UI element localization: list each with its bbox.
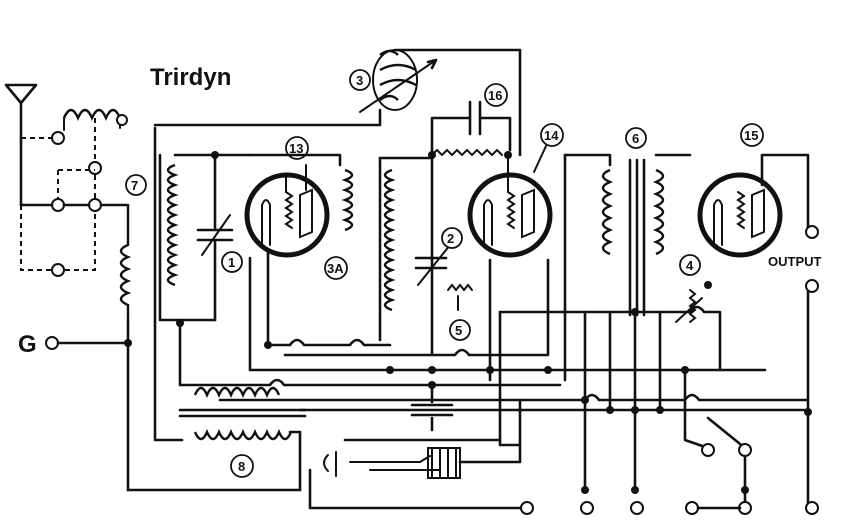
callout-15: 15 [744, 128, 758, 143]
battery-terminal[interactable] [580, 501, 594, 515]
callout-16: 16 [488, 88, 502, 103]
tuned-coil-2 [378, 156, 434, 357]
output-label: OUTPUT [768, 254, 822, 269]
rheostat-4 [675, 289, 703, 323]
callout-7: 6 [632, 131, 639, 146]
output-terminal-1[interactable] [805, 225, 819, 239]
bypass-capacitor [410, 383, 454, 432]
callout-8: 7 [131, 178, 138, 193]
transformer-6 [126, 386, 307, 492]
coil-3a [248, 153, 354, 232]
antenna-terminal [116, 114, 128, 126]
antenna-loop-coil [62, 108, 122, 131]
switch-terminal[interactable] [701, 443, 715, 457]
switch-terminal [51, 263, 65, 277]
antenna-icon [4, 83, 38, 207]
callout-3: 3 [356, 73, 363, 88]
callout-2: 2 [447, 231, 454, 246]
variable-capacitor-1 [196, 153, 234, 322]
callout-3a: 3A [327, 261, 344, 276]
ground-terminal[interactable] [45, 336, 59, 350]
battery-terminal[interactable] [805, 501, 819, 515]
battery-terminal[interactable] [520, 501, 534, 515]
vacuum-tube-13 [244, 164, 330, 258]
ground-label: G [18, 331, 37, 358]
variable-capacitor-2 [414, 244, 451, 286]
switch-terminal [51, 198, 65, 212]
callout-14: 14 [544, 128, 559, 143]
bus-wiring [178, 248, 810, 510]
variometer-3 [153, 48, 522, 442]
battery-terminal[interactable] [630, 501, 644, 515]
callout-5: 5 [455, 323, 462, 338]
vacuum-tube-15 [697, 153, 810, 258]
callout-4: 4 [686, 258, 694, 273]
tuned-coil-1 [158, 153, 252, 322]
diagram-title: Trirdyn [150, 64, 231, 91]
rheostat-5 [447, 283, 473, 311]
battery-terminal[interactable] [685, 501, 699, 515]
coil-8 [119, 205, 132, 320]
callout-6: 8 [238, 459, 245, 474]
grid-condenser-16 [430, 100, 512, 157]
output-terminal-2[interactable] [805, 279, 819, 293]
antenna-terminal [51, 131, 65, 145]
switch-terminal [88, 161, 102, 175]
transformer-7 [563, 153, 692, 382]
callout-13: 13 [289, 141, 303, 156]
vacuum-tube-14 [467, 157, 553, 258]
switch-terminal [88, 198, 102, 212]
switch-terminal[interactable] [738, 443, 752, 457]
callout-1: 1 [228, 255, 235, 270]
jack-switch [308, 398, 522, 510]
